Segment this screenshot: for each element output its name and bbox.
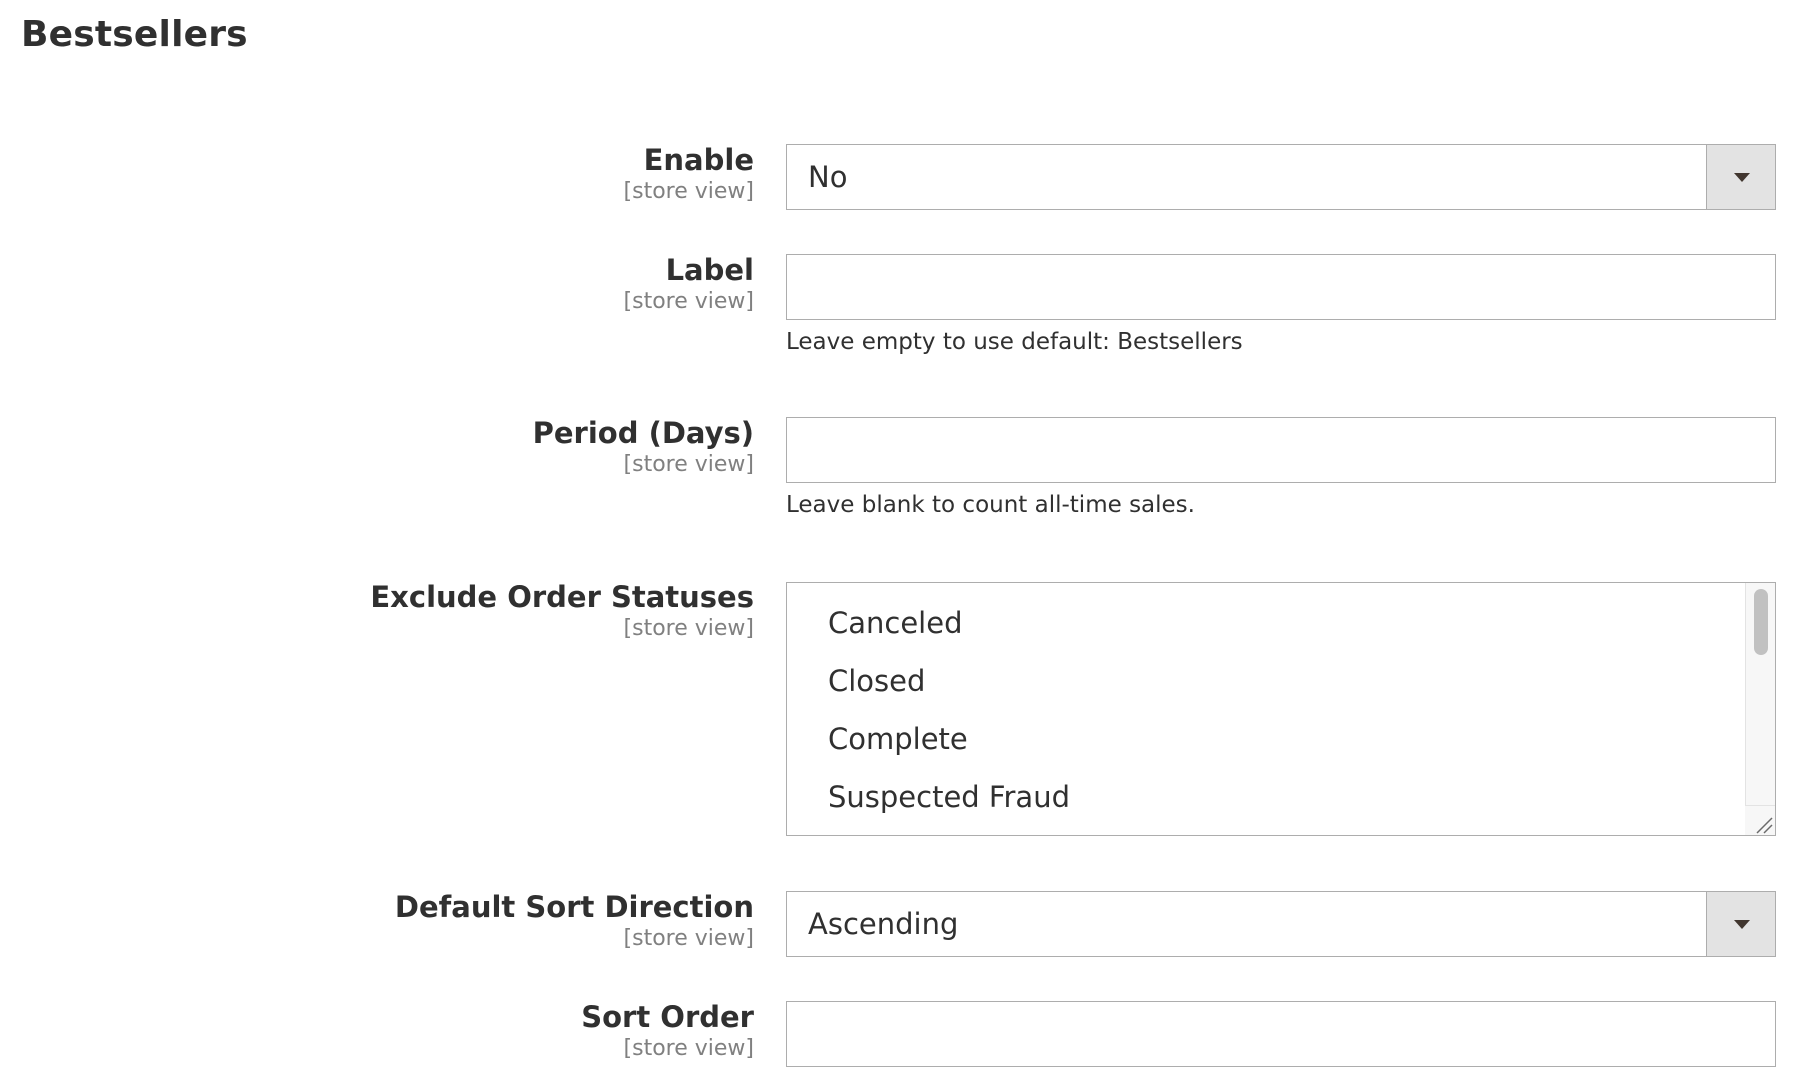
option-complete[interactable]: Complete	[828, 722, 968, 756]
label-note: Leave empty to use default: Bestsellers	[786, 329, 1243, 355]
label-label: Label	[665, 253, 754, 287]
period-input[interactable]	[786, 417, 1776, 483]
sort-direction-label: Default Sort Direction	[394, 890, 754, 924]
resize-grip-icon-glyph	[1756, 817, 1773, 834]
field-label-group: Label [store view]	[624, 252, 754, 316]
scope-label: [store view]	[623, 452, 754, 477]
sort-direction-select-value: Ascending	[808, 907, 959, 941]
scope-label: [store view]	[623, 926, 754, 951]
scrollbar[interactable]	[1745, 583, 1775, 835]
field-label-group: Enable [store view]	[624, 142, 754, 206]
triangle-down-icon[interactable]	[1706, 145, 1775, 209]
enable-label: Enable	[643, 143, 754, 177]
exclude-statuses-label: Exclude Order Statuses	[370, 580, 754, 614]
sort-direction-select[interactable]: Ascending	[786, 891, 1776, 957]
option-closed[interactable]: Closed	[828, 664, 926, 698]
scope-label: [store view]	[623, 289, 754, 314]
sort-order-input[interactable]	[786, 1001, 1776, 1067]
period-label: Period (Days)	[532, 416, 754, 450]
option-suspected-fraud[interactable]: Suspected Fraud	[828, 780, 1070, 814]
enable-select[interactable]: No	[786, 144, 1776, 210]
period-note: Leave blank to count all-time sales.	[786, 492, 1195, 518]
label-input[interactable]	[786, 254, 1776, 320]
field-label-group: Period (Days) [store view]	[533, 415, 754, 479]
scope-label: [store view]	[623, 616, 754, 641]
field-label-group: Exclude Order Statuses [store view]	[370, 579, 754, 643]
section-title: Bestsellers	[21, 14, 248, 55]
exclude-statuses-multiselect[interactable]: Canceled Closed Complete Suspected Fraud	[786, 582, 1776, 836]
scope-label: [store view]	[623, 179, 754, 204]
field-label-group: Sort Order [store view]	[581, 999, 754, 1063]
sort-order-label: Sort Order	[581, 1000, 754, 1034]
resize-grip-icon[interactable]	[1745, 805, 1775, 835]
triangle-down-icon[interactable]	[1706, 892, 1775, 956]
scrollbar-thumb[interactable]	[1754, 589, 1768, 655]
field-label-group: Default Sort Direction [store view]	[395, 889, 754, 953]
option-canceled[interactable]: Canceled	[828, 606, 963, 640]
enable-select-value: No	[808, 160, 848, 194]
scope-label: [store view]	[623, 1036, 754, 1061]
